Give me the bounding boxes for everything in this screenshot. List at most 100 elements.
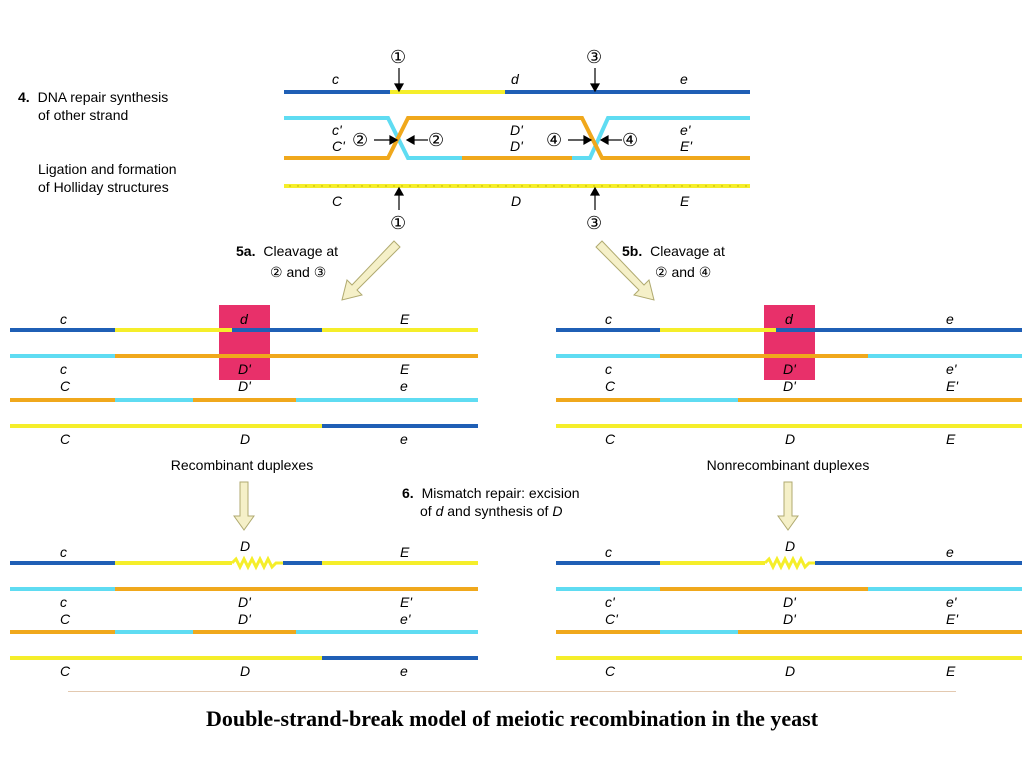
- left-final-r1-left: c: [60, 544, 67, 560]
- svg-text:4. DNA repair synthesis: 4. DNA repair synthesis: [18, 89, 168, 105]
- left-duplex-r1-left: c: [60, 311, 67, 327]
- step5b-description: 5b. Cleavage at ② and ④: [622, 243, 725, 280]
- svg-text:of d and synthesis of D: of d and synthesis of D: [420, 503, 562, 519]
- right-duplex-r1-left: c: [605, 311, 612, 327]
- right-duplex-r1-mid: d: [785, 311, 794, 327]
- right-final-r3-mid: D': [783, 611, 797, 627]
- step6-text-1: Mismatch repair: excision: [422, 485, 580, 501]
- left-duplex-r4-left: C: [60, 431, 71, 447]
- label-C: C: [332, 193, 343, 209]
- left-final-r1-right: E: [400, 544, 410, 560]
- left-final-r3-left: C: [60, 611, 71, 627]
- left-final-duplexes: c D E c D' E' C D' e' C D e: [10, 538, 478, 679]
- marker-bottom-3: ③: [586, 213, 602, 234]
- recombinant-caption: Recombinant duplexes: [171, 457, 313, 473]
- left-duplex-r4-right: e: [400, 431, 408, 447]
- right-duplex-r3-left: C: [605, 378, 616, 394]
- step6-text-2b: d: [436, 503, 445, 519]
- left-final-r3-mid: D': [238, 611, 252, 627]
- step5a-text-2: ② and ③: [270, 264, 326, 280]
- left-final-r4-right: e: [400, 663, 408, 679]
- right-final-r3-left: C': [605, 611, 619, 627]
- right-final-r1-right: e: [946, 544, 954, 560]
- repair-synthesis-left: [230, 555, 283, 571]
- step4-text-4: of Holliday structures: [38, 179, 169, 195]
- right-final-r4-mid: D: [785, 663, 795, 679]
- arrow-down-left: [233, 481, 255, 531]
- label-e-prime: e': [680, 122, 692, 138]
- arrow-to-recombinant: [341, 240, 401, 301]
- left-final-r2-left: c: [60, 594, 67, 610]
- arrow-down-right: [777, 481, 799, 531]
- label-d: d: [511, 71, 520, 87]
- step4-text-3: Ligation and formation: [38, 161, 177, 177]
- left-duplex-r1-right: E: [400, 311, 410, 327]
- svg-text:5a. Cleavage at: 5a. Cleavage at: [236, 243, 338, 259]
- right-duplex-r2-left: c: [605, 361, 612, 377]
- mismatch-highlight-right: [764, 305, 815, 380]
- step5a-text-1: Cleavage at: [263, 243, 338, 259]
- left-final-r2-right: E': [400, 594, 413, 610]
- right-duplex-r2-mid: D': [783, 361, 797, 377]
- strand-orange-crossing: [284, 116, 750, 160]
- label-C-prime: C': [332, 138, 346, 154]
- left-duplex-r2-left: c: [60, 361, 67, 377]
- right-final-r1-left: c: [605, 544, 612, 560]
- right-duplex-r4-left: C: [605, 431, 616, 447]
- step5b-number: 5b.: [622, 243, 642, 259]
- left-final-r4-left: C: [60, 663, 71, 679]
- nonrecombinant-caption: Nonrecombinant duplexes: [707, 457, 870, 473]
- label-E: E: [680, 193, 690, 209]
- left-duplex-r3-mid: D': [238, 378, 252, 394]
- step4-text-2: of other strand: [38, 107, 128, 123]
- right-duplex-r4-mid: D: [785, 431, 795, 447]
- marker-right-4: ④: [622, 130, 638, 151]
- label-c: c: [332, 71, 339, 87]
- right-final-r2-left: c': [605, 594, 616, 610]
- right-duplex-r2-right: e': [946, 361, 958, 377]
- step6-text-2c: and synthesis of: [443, 503, 552, 519]
- right-final-r3-right: E': [946, 611, 959, 627]
- repair-synthesis-right: [763, 555, 815, 571]
- step6-text-2a: of: [420, 503, 436, 519]
- step5b-text-1: Cleavage at: [650, 243, 725, 259]
- caption-divider: [68, 691, 956, 692]
- right-final-r2-right: e': [946, 594, 958, 610]
- left-duplex-r2-right: E: [400, 361, 410, 377]
- figure-caption: Double-strand-break model of meiotic rec…: [205, 706, 819, 731]
- right-duplex-r3-mid: D': [783, 378, 797, 394]
- marker-left-4: ④: [546, 130, 562, 151]
- step6-number: 6.: [402, 485, 414, 501]
- left-final-r4-mid: D: [240, 663, 250, 679]
- left-duplex-r3-left: C: [60, 378, 71, 394]
- left-final-r1-mid: D: [240, 538, 250, 554]
- left-duplex-r3-right: e: [400, 378, 408, 394]
- marker-right-2: ②: [428, 130, 444, 151]
- label-e: e: [680, 71, 688, 87]
- label-D-prime-a: D': [510, 122, 524, 138]
- nonrecombinant-duplexes: c d e c D' e' C D' E' C D E Nonrecombina…: [556, 305, 1022, 473]
- right-final-r2-mid: D': [783, 594, 797, 610]
- marker-bottom-1: ①: [390, 213, 406, 234]
- right-final-r1-mid: D: [785, 538, 795, 554]
- marker-left-2: ②: [352, 130, 368, 151]
- left-duplex-r2-mid: D': [238, 361, 252, 377]
- right-final-duplexes: c D e c' D' e' C' D' E' C D E: [556, 538, 1022, 679]
- label-D: D: [511, 193, 521, 209]
- step5a-description: 5a. Cleavage at ② and ③: [236, 243, 338, 280]
- label-D-prime-b: D': [510, 138, 524, 154]
- recombinant-duplexes: c d E c D' E C D' e C D e Recombinant du…: [10, 305, 478, 473]
- left-duplex-r1-mid: d: [240, 311, 249, 327]
- step5a-number: 5a.: [236, 243, 255, 259]
- step4-description: 4. DNA repair synthesis of other strand …: [18, 89, 177, 195]
- step4-number: 4.: [18, 89, 30, 105]
- right-duplex-r4-right: E: [946, 431, 956, 447]
- step4-text-1: DNA repair synthesis: [38, 89, 169, 105]
- step6-text-2d: D: [552, 503, 562, 519]
- step6-description: 6. Mismatch repair: excision of d and sy…: [402, 485, 580, 519]
- svg-text:5b. Cleavage at: 5b. Cleavage at: [622, 243, 725, 259]
- arrow-to-nonrecombinant: [595, 240, 655, 301]
- right-duplex-r1-right: e: [946, 311, 954, 327]
- right-duplex-r3-right: E': [946, 378, 959, 394]
